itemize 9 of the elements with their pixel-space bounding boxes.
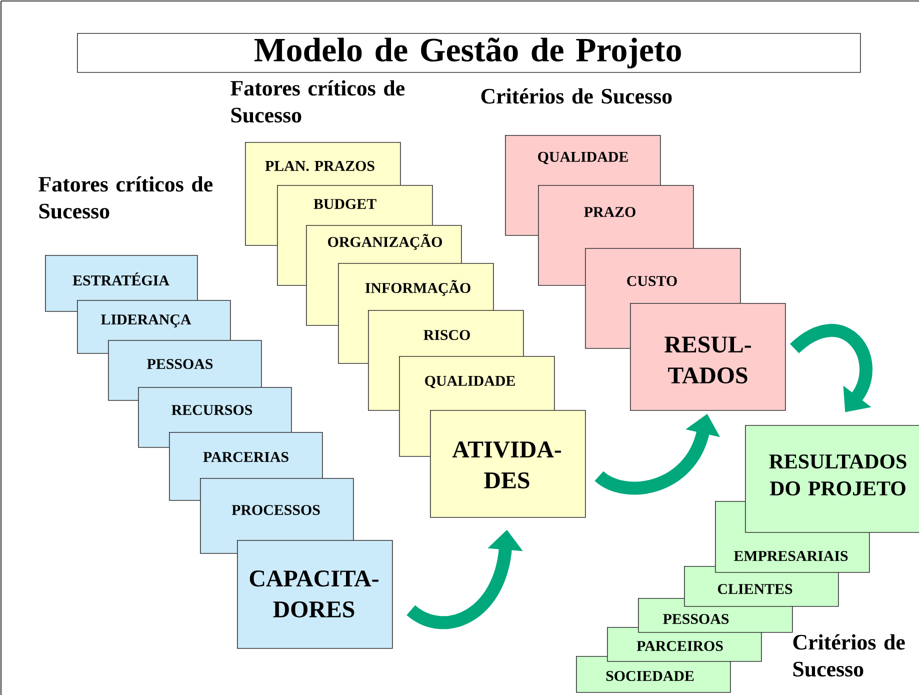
- factor-card: CAPACITA- DORES: [237, 540, 393, 649]
- criteria-card: RESULTADOS DO PROJETO: [745, 425, 919, 533]
- title-box: Modelo de Gestão de Projeto: [77, 33, 861, 73]
- section-heading: Fatores críticos de Sucesso: [38, 176, 213, 219]
- section-heading: Fatores críticos de Sucesso: [230, 80, 404, 123]
- factor-card: ATIVIDA- DES: [430, 410, 586, 518]
- criteria-card: RESUL- TADOS: [630, 303, 786, 411]
- section-heading: Critérios de Sucesso: [793, 634, 905, 677]
- section-heading: Critérios de Sucesso: [481, 88, 672, 104]
